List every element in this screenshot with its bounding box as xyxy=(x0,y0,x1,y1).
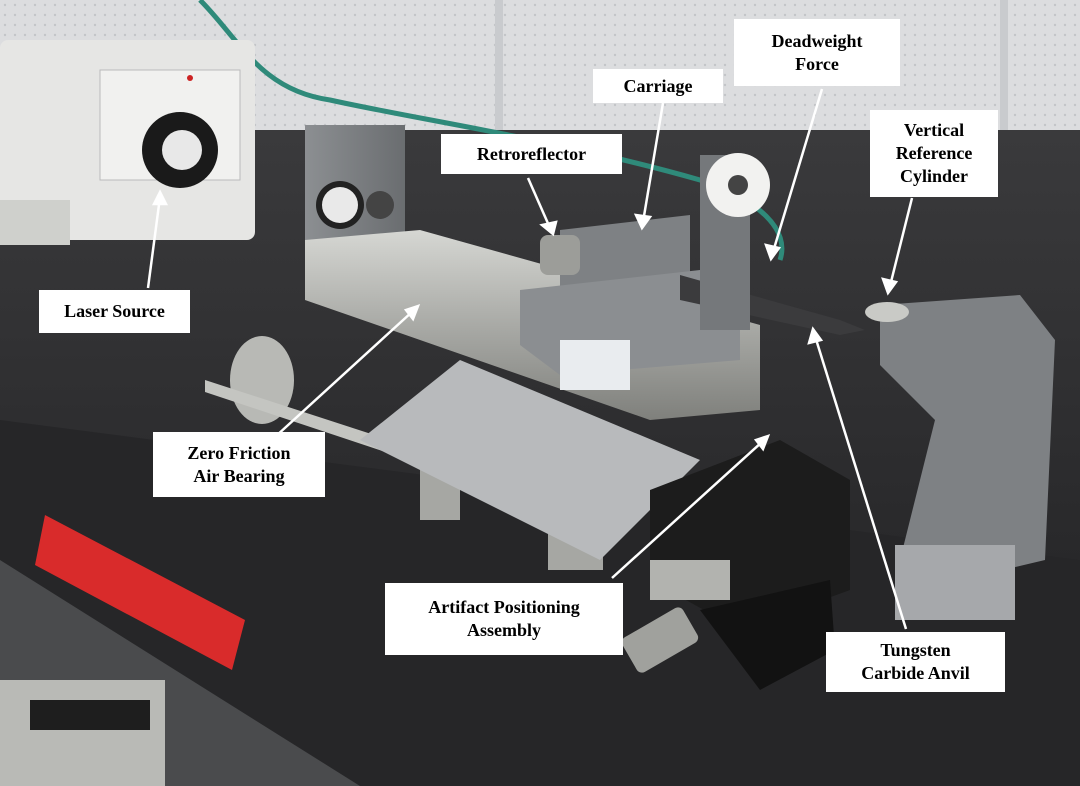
label-deadweight-force: Deadweight Force xyxy=(734,19,900,86)
label-retroreflector: Retroreflector xyxy=(441,134,622,174)
label-vertical-reference-cylinder: Vertical Reference Cylinder xyxy=(870,110,998,197)
label-artifact-positioning-assembly: Artifact Positioning Assembly xyxy=(385,583,623,655)
label-carriage: Carriage xyxy=(593,69,723,103)
label-tungsten-carbide-anvil: Tungsten Carbide Anvil xyxy=(826,632,1005,692)
label-zero-friction-air-bearing: Zero Friction Air Bearing xyxy=(153,432,325,497)
laser-source-unit xyxy=(0,40,255,245)
label-laser-source: Laser Source xyxy=(39,290,190,333)
optics-head xyxy=(305,125,405,245)
warning-plate xyxy=(35,515,245,670)
vertical-reference-fixture xyxy=(865,295,1055,620)
